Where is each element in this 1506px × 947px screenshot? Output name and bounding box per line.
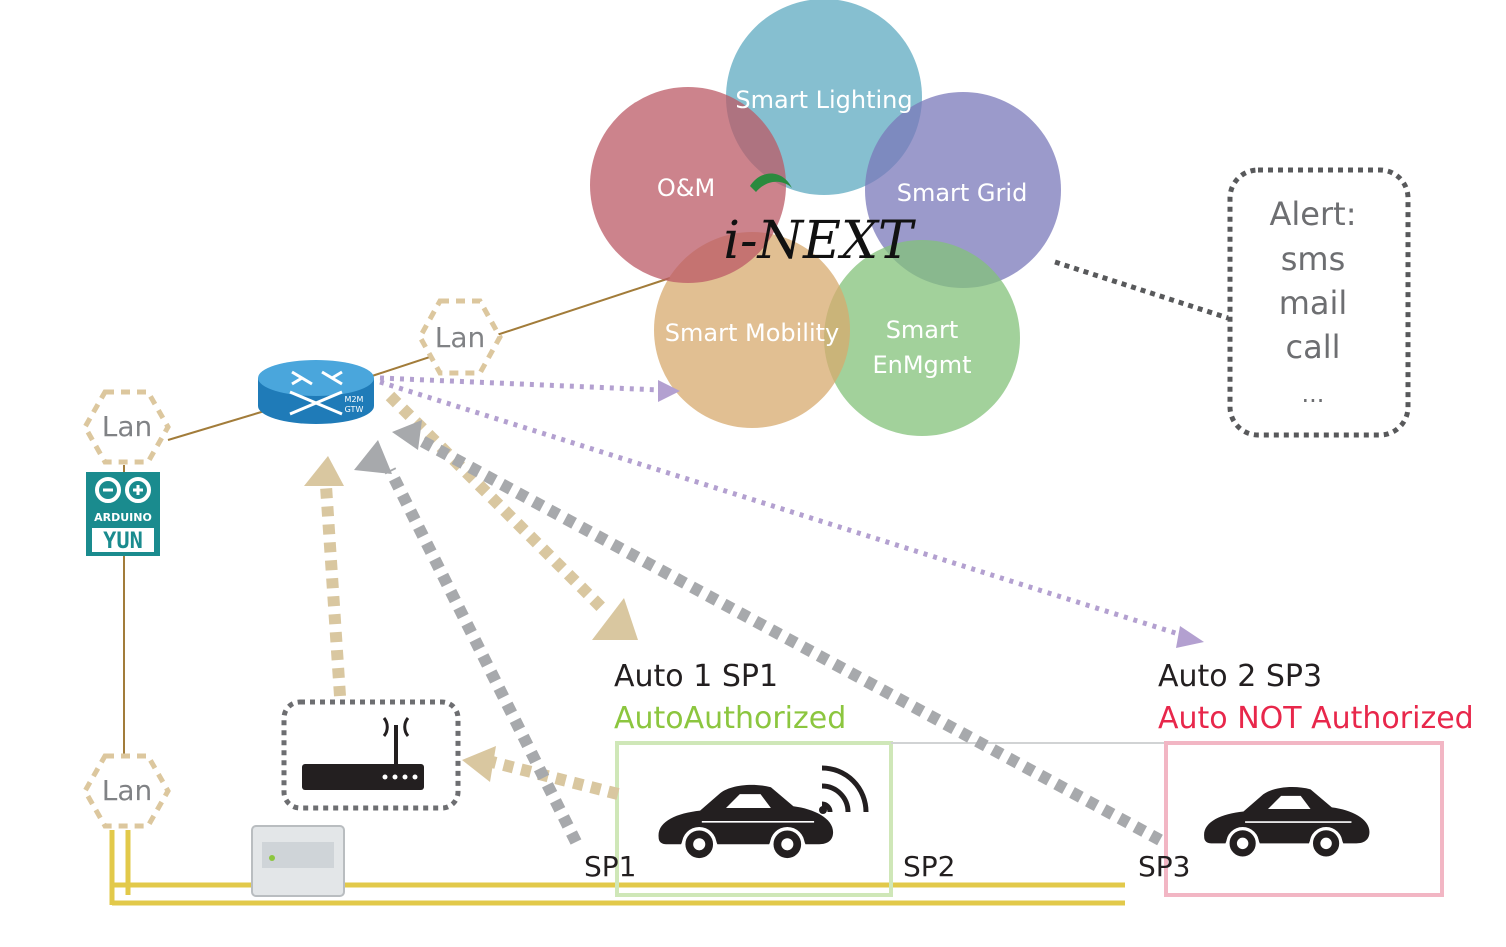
hub-alert-link	[1054, 259, 1229, 321]
om-circle	[590, 87, 786, 283]
hub-venn: Smart Lighting Smart Grid Smart EnMgmt S…	[590, 0, 1061, 436]
inext-logo-text: i-NEXT	[723, 211, 916, 271]
auto2-status: Auto NOT Authorized	[1158, 701, 1474, 736]
m2m-gateway-router: M2M GTW	[258, 360, 374, 424]
lan-links	[123, 277, 671, 760]
lan-node-top: Lan	[417, 298, 503, 376]
auto1-title: Auto 1 SP1	[614, 659, 778, 694]
smart-enmgmt-circle	[824, 240, 1020, 436]
smart-lighting-label: Smart Lighting	[735, 86, 912, 114]
arduino-label: ARDUINO	[94, 511, 152, 524]
lan-node-bottom: Lan	[82, 753, 171, 829]
arduino-yun-badge: ARDUINO YUN	[86, 472, 160, 556]
spot-label-sp3: SP3	[1138, 850, 1190, 883]
wifi-access-point	[281, 699, 461, 811]
alert-box: Alert: sms mail call ...	[1227, 167, 1411, 438]
alert-call: call	[1286, 328, 1341, 366]
energy-meter	[251, 825, 345, 897]
spot-label-sp2: SP2	[903, 850, 955, 883]
lan-node-left: Lan	[82, 389, 171, 465]
alert-more: ...	[1302, 380, 1325, 408]
inext-logo: i-NEXT	[723, 173, 916, 271]
alert-sms: sms	[1281, 240, 1346, 278]
alert-title: Alert:	[1270, 195, 1357, 233]
alert-mail: mail	[1279, 284, 1348, 322]
car-auto2	[1202, 785, 1372, 860]
arrows	[304, 375, 1204, 846]
parking-space-sp1	[615, 741, 893, 897]
lan-label-bottom: Lan	[102, 774, 153, 807]
smart-grid-label: Smart Grid	[897, 179, 1028, 207]
lan-label-top: Lan	[435, 321, 486, 354]
om-label: O&M	[657, 174, 715, 202]
smart-enmgmt-label-line2: EnMgmt	[872, 351, 971, 379]
parking-space-sp3	[1164, 741, 1444, 897]
yun-label: YUN	[103, 529, 143, 554]
spot-label-sp1: SP1	[584, 850, 636, 883]
auto1-status: AutoAuthorized	[614, 701, 846, 736]
lan-label-left: Lan	[102, 410, 153, 443]
router-sublabel2: GTW	[345, 405, 364, 414]
auto2-title: Auto 2 SP3	[1158, 659, 1322, 694]
smart-enmgmt-label-line1: Smart	[886, 316, 959, 344]
car-auto1	[656, 765, 869, 862]
router-sublabel1: M2M	[345, 395, 364, 404]
smart-mobility-label: Smart Mobility	[665, 319, 839, 347]
smart-grid-circle	[865, 92, 1061, 288]
